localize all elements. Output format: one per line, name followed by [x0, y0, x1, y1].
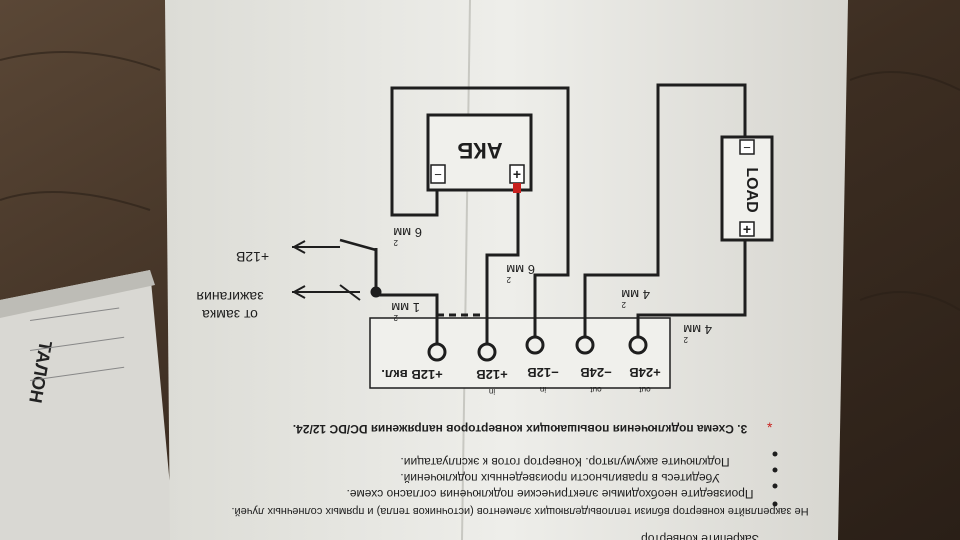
label-ignition-1: от замка: [202, 307, 258, 323]
terminal-label-plus24: +24В: [629, 365, 660, 380]
load-minus-post: [739, 139, 755, 155]
terminal-label-minus24: −24В: [580, 365, 611, 380]
label-6mm-a: 6 мм: [393, 225, 422, 240]
terminal-sub-minus12: in: [540, 385, 546, 394]
label-6mm-b-sq: 2: [506, 275, 511, 284]
load-minus-sign: −: [743, 140, 751, 155]
label-1mm-sq: 2: [393, 313, 398, 322]
bullet-2: Убедитесь в правильности произведенных п…: [400, 471, 719, 485]
bullet-5: Закрепите конвертор: [641, 532, 759, 540]
terminal-plus12-on: [427, 342, 447, 362]
ignition-switch: [339, 238, 377, 252]
terminal-minus24-out: [575, 335, 595, 355]
converter-block: [369, 317, 671, 389]
load-plus-post: [739, 221, 755, 237]
label-4mm-a-sq: 2: [621, 300, 626, 309]
terminal-label-minus12: −12В: [527, 365, 558, 380]
bullet-dot-1: [772, 451, 778, 457]
battery-plus-marker: [513, 183, 521, 193]
battery: АКБ − +: [426, 113, 533, 193]
wiring-diagram: [291, 83, 747, 389]
paper-fold: [461, 0, 471, 540]
label-1mm: 1 мм: [391, 300, 420, 315]
heading-red-star: *: [767, 419, 773, 435]
terminal-minus12-in: [525, 335, 545, 355]
terminal-label-plus12-on: +12В вкл.: [381, 367, 443, 382]
instructions-heading: 3. Схема подключения повышающих конверто…: [293, 422, 747, 436]
label-4mm-b-sq: 2: [683, 335, 688, 344]
bullet-dot-2: [772, 467, 778, 473]
load-plus-sign: +: [743, 221, 751, 237]
label-6mm-a-sq: 2: [393, 238, 398, 247]
arrow-ignition-head: [291, 285, 306, 299]
label-ignition-2: зажигания: [196, 289, 263, 305]
label-6mm-b: 6 мм: [506, 262, 535, 277]
wood-grain: [0, 51, 960, 311]
load-label: LOAD: [743, 167, 760, 212]
arrow-plus12-head: [291, 240, 306, 254]
bullet-dot-4: [772, 501, 778, 507]
wire-minus24-load: [583, 83, 747, 337]
booklet: ТАЛОН: [0, 270, 175, 540]
battery-minus-sign: −: [434, 167, 442, 182]
terminal-plus24-out: [628, 335, 648, 355]
label-4mm-a: 4 мм: [621, 287, 650, 302]
battery-plus-sign: +: [513, 166, 521, 182]
wire-1mm-switch: [374, 248, 439, 344]
bullet-dot-3: [772, 483, 778, 489]
instructions: 3. Схема подключения повышающих конверто…: [231, 419, 808, 540]
terminal-plus12-in: [477, 342, 497, 362]
terminal-sub-plus24: out: [639, 385, 651, 394]
label-plus12-input: +12В: [236, 249, 269, 265]
bullet-1: Подключите аккумулятор. Конвертор готов …: [400, 455, 729, 469]
wire-minus12-battery: [390, 86, 570, 337]
terminal-label-plus12: +12В: [476, 367, 507, 382]
terminal-sub-minus24: out: [590, 385, 602, 394]
ignition-to-switch: [339, 284, 361, 301]
label-4mm-b: 4 мм: [683, 322, 712, 337]
terminal-sub-plus12: in: [489, 387, 495, 396]
switch-node: [370, 286, 382, 298]
load: − + LOAD: [720, 135, 774, 242]
bullet-3: Произведите необходимые электрические по…: [346, 487, 753, 501]
wire-plus12-battery: [485, 190, 520, 344]
bullet-4: Не закрепляйте конвертор вблизи тепловыд…: [231, 505, 808, 517]
wire-plus24-load: [636, 235, 747, 337]
battery-minus-post: [430, 164, 446, 184]
paper-sheet: [165, 0, 848, 540]
battery-label: АКБ: [457, 138, 502, 163]
